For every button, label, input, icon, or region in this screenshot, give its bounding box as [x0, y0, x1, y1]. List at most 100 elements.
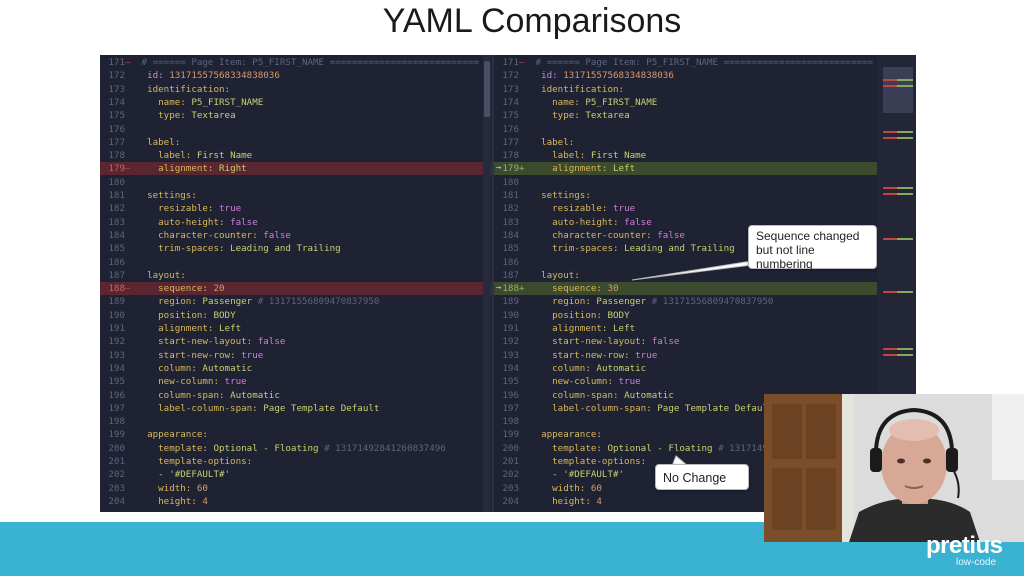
code-line: 193 start-new-row: true [494, 349, 877, 362]
yaml-diff-viewer[interactable]: 171 – # ====== Page Item: P5_FIRST_NAME =… [100, 55, 916, 512]
line-number: 174 [502, 96, 519, 108]
code-line: 181 settings: [100, 189, 492, 202]
line-number: 200 [108, 442, 125, 454]
pane-divider[interactable] [492, 55, 494, 512]
code-line: 196 column-span: Automatic [100, 389, 492, 402]
line-number: 171 [502, 57, 519, 68]
line-number: 187 [502, 269, 519, 281]
code-text: alignment: Left [158, 323, 242, 334]
code-line: 192 start-new-layout: false [100, 335, 492, 348]
line-number: 176 [108, 123, 125, 135]
line-number: 188 [502, 283, 519, 295]
line-number: 182 [108, 203, 125, 215]
line-number: 192 [502, 336, 519, 348]
code-text: column: Automatic [552, 362, 647, 374]
code-line: 197 label-column-span: Page Template Def… [494, 402, 877, 415]
code-line: 177 label: [100, 136, 492, 149]
code-text: template: Optional - Floating # 13171492… [158, 442, 446, 454]
code-text: settings: [147, 190, 197, 201]
line-number: 189 [502, 296, 519, 308]
code-line: 189 region: Passenger # 1317155680947083… [494, 295, 877, 308]
code-line: 182 resizable: true [494, 202, 877, 215]
overview-change-mark [883, 187, 897, 189]
code-text: type: Textarea [158, 110, 236, 122]
code-line: 204 height: 4 [100, 495, 492, 508]
code-text: auto-height: false [158, 216, 258, 228]
line-number: 195 [108, 376, 125, 388]
left-scrollbar-thumb[interactable] [484, 61, 490, 117]
overview-change-mark [883, 238, 897, 240]
overview-change-mark [883, 348, 897, 350]
overview-change-mark [883, 79, 897, 81]
line-number: 177 [502, 136, 519, 148]
overview-change-mark [897, 131, 913, 133]
line-number: 199 [108, 429, 125, 441]
code-text: label-column-span: Page Template Default [158, 402, 380, 414]
line-number: 183 [108, 216, 125, 228]
code-text: new-column: true [552, 376, 641, 388]
overview-viewport-thumb[interactable] [883, 67, 913, 113]
line-number: 203 [502, 482, 519, 494]
removed-marker: – [125, 163, 131, 175]
left-diff-pane[interactable]: 171– # ====== Page Item: P5_FIRST_NAME =… [100, 55, 492, 512]
code-text: character-counter: false [158, 229, 291, 241]
line-number: 187 [108, 269, 125, 281]
line-number: 200 [502, 442, 519, 454]
code-line: 182 resizable: true [100, 202, 492, 215]
code-text: alignment: Left [552, 323, 636, 334]
overview-change-mark [897, 354, 913, 356]
code-line: 186 [100, 256, 492, 269]
line-number: 176 [502, 123, 519, 135]
line-number: 193 [108, 349, 125, 361]
line-number: 177 [108, 136, 125, 148]
code-line: 185 trim-spaces: Leading and Trailing [494, 242, 877, 255]
code-text: type: Textarea [552, 110, 630, 122]
code-line: 180 [494, 176, 877, 189]
code-text: alignment: Right [158, 163, 247, 175]
line-number: 204 [108, 495, 125, 507]
code-text: start-new-row: true [158, 349, 264, 361]
slide-title: YAML Comparisons [382, 2, 682, 40]
change-arrow-icon: → [496, 163, 502, 173]
removed-marker: – [125, 57, 131, 68]
code-line: 190 position: BODY [100, 309, 492, 322]
line-number: 190 [502, 309, 519, 321]
code-text: # ====== Page Item: P5_FIRST_NAME ======… [530, 57, 873, 68]
overview-change-mark [883, 137, 897, 139]
code-line: 192 start-new-layout: false [494, 335, 877, 348]
code-text: start-new-layout: false [552, 336, 680, 348]
code-text: column-span: Automatic [552, 389, 674, 401]
brand-name: pretius [926, 532, 1003, 559]
line-number: 185 [108, 243, 125, 255]
code-text: appearance: [147, 429, 208, 441]
code-line: 175 type: Textarea [100, 109, 492, 122]
code-line: 184 character-counter: false [494, 229, 877, 242]
code-text: layout: [541, 269, 580, 281]
code-line: 178 label: First Name [100, 149, 492, 162]
line-number: 173 [108, 83, 125, 95]
code-text: column: Automatic [158, 362, 253, 374]
line-number: 194 [502, 362, 519, 374]
left-scrollbar[interactable] [483, 55, 491, 512]
line-number: 201 [502, 456, 519, 467]
right-diff-pane[interactable]: 171– # ====== Page Item: P5_FIRST_NAME =… [494, 55, 877, 512]
overview-change-mark [897, 137, 913, 139]
code-text: region: Passenger # 13171556809470837950 [552, 296, 774, 308]
line-number: 172 [502, 70, 519, 82]
code-line: 183 auto-height: false [494, 216, 877, 229]
overview-change-mark [897, 291, 913, 293]
overview-change-mark [897, 348, 913, 350]
code-text: id: 13171557568334838036 [541, 70, 674, 82]
code-line: 194 column: Automatic [494, 362, 877, 375]
line-number: 197 [502, 402, 519, 414]
code-text: height: 4 [158, 495, 208, 507]
code-text: settings: [541, 190, 591, 201]
callout-sequence-changed: Sequence changed but not line numbering [748, 225, 877, 271]
line-number: 184 [108, 229, 125, 241]
line-number: 178 [108, 150, 125, 162]
code-line: 200 template: Optional - Floating # 1317… [100, 442, 492, 455]
line-number: 173 [502, 83, 519, 95]
code-line: 174 name: P5_FIRST_NAME [494, 96, 877, 109]
code-text: width: 60 [552, 482, 602, 494]
code-text: region: Passenger # 13171556809470837950 [158, 296, 380, 308]
